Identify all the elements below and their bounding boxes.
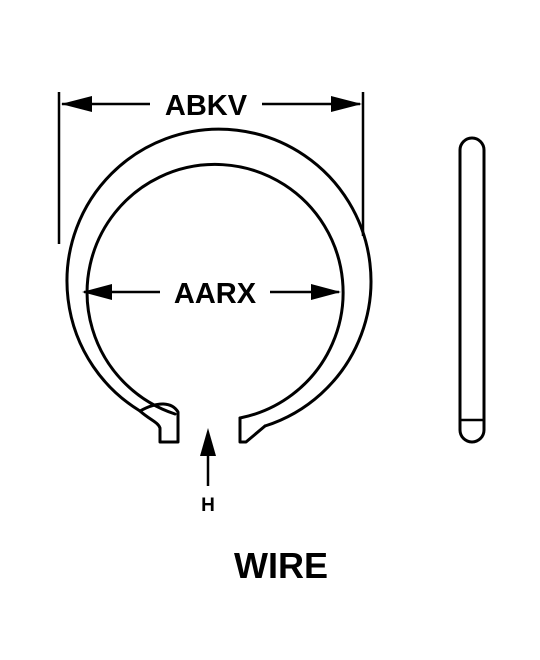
ring-outer-edge xyxy=(65,127,373,428)
inner-arrowhead-left xyxy=(82,284,112,300)
ring-front-view xyxy=(65,127,373,444)
outer-arrowhead-right xyxy=(331,96,362,112)
ring-left-end xyxy=(138,402,180,444)
gap-marker: H xyxy=(200,428,216,516)
outer-diameter-dimension: ABKV xyxy=(57,90,365,244)
outer-diameter-label: ABKV xyxy=(165,90,248,122)
caption-wire: WIRE xyxy=(234,545,328,586)
gap-marker-label: H xyxy=(201,495,215,516)
side-view-outline xyxy=(458,136,486,444)
ring-right-end xyxy=(238,416,267,444)
ring-side-view xyxy=(458,136,486,444)
inner-diameter-dimension: AARX xyxy=(82,278,341,310)
ring-inner-edge xyxy=(85,162,345,420)
inner-diameter-label: AARX xyxy=(174,278,257,310)
inner-arrowhead-right xyxy=(311,284,341,300)
outer-arrowhead-left xyxy=(61,96,92,112)
gap-marker-arrowhead xyxy=(200,428,216,456)
